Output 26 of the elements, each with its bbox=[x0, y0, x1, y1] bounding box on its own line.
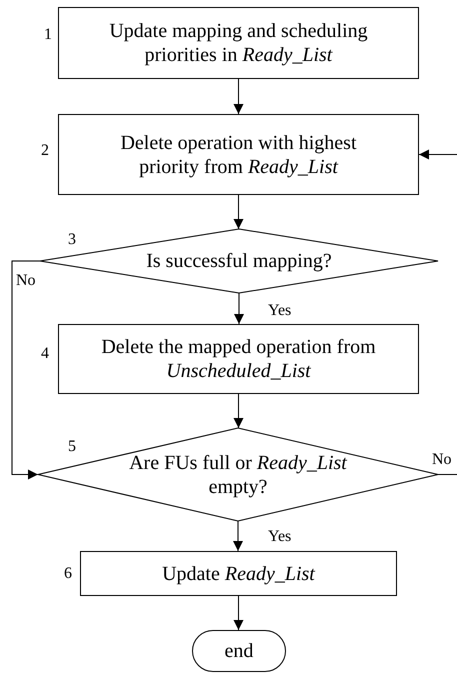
step-number: 4 bbox=[41, 345, 49, 363]
arrow bbox=[418, 150, 457, 160]
arrow bbox=[234, 394, 244, 428]
step-text: Update Ready_List bbox=[162, 562, 315, 586]
arrow bbox=[233, 520, 243, 552]
process-box bbox=[58, 114, 419, 195]
arrow bbox=[12, 260, 40, 480]
step-number: 5 bbox=[68, 438, 76, 456]
step-number: 3 bbox=[68, 231, 76, 249]
step-text: end bbox=[224, 639, 254, 663]
step-text: Delete operation with highest priority from Ready_List bbox=[119, 130, 358, 178]
terminator-box bbox=[192, 630, 286, 672]
step-text: Is successful mapping? bbox=[146, 249, 332, 273]
step-text: Update mapping and scheduling priorities in Ready_List bbox=[108, 19, 369, 67]
arrow bbox=[234, 292, 244, 324]
process-box bbox=[80, 551, 397, 596]
step-number: 6 bbox=[64, 565, 72, 583]
step-text: Are FUs full or Ready_List empty? bbox=[128, 450, 348, 498]
process-box bbox=[58, 324, 419, 394]
arrow bbox=[234, 78, 244, 114]
arrow bbox=[234, 194, 244, 230]
step-number: 2 bbox=[41, 142, 49, 160]
step-number: 1 bbox=[44, 26, 52, 44]
step-text: Delete the mapped operation from Unscheduled_List bbox=[100, 335, 377, 383]
arrow bbox=[234, 596, 244, 630]
process-box bbox=[58, 7, 419, 79]
